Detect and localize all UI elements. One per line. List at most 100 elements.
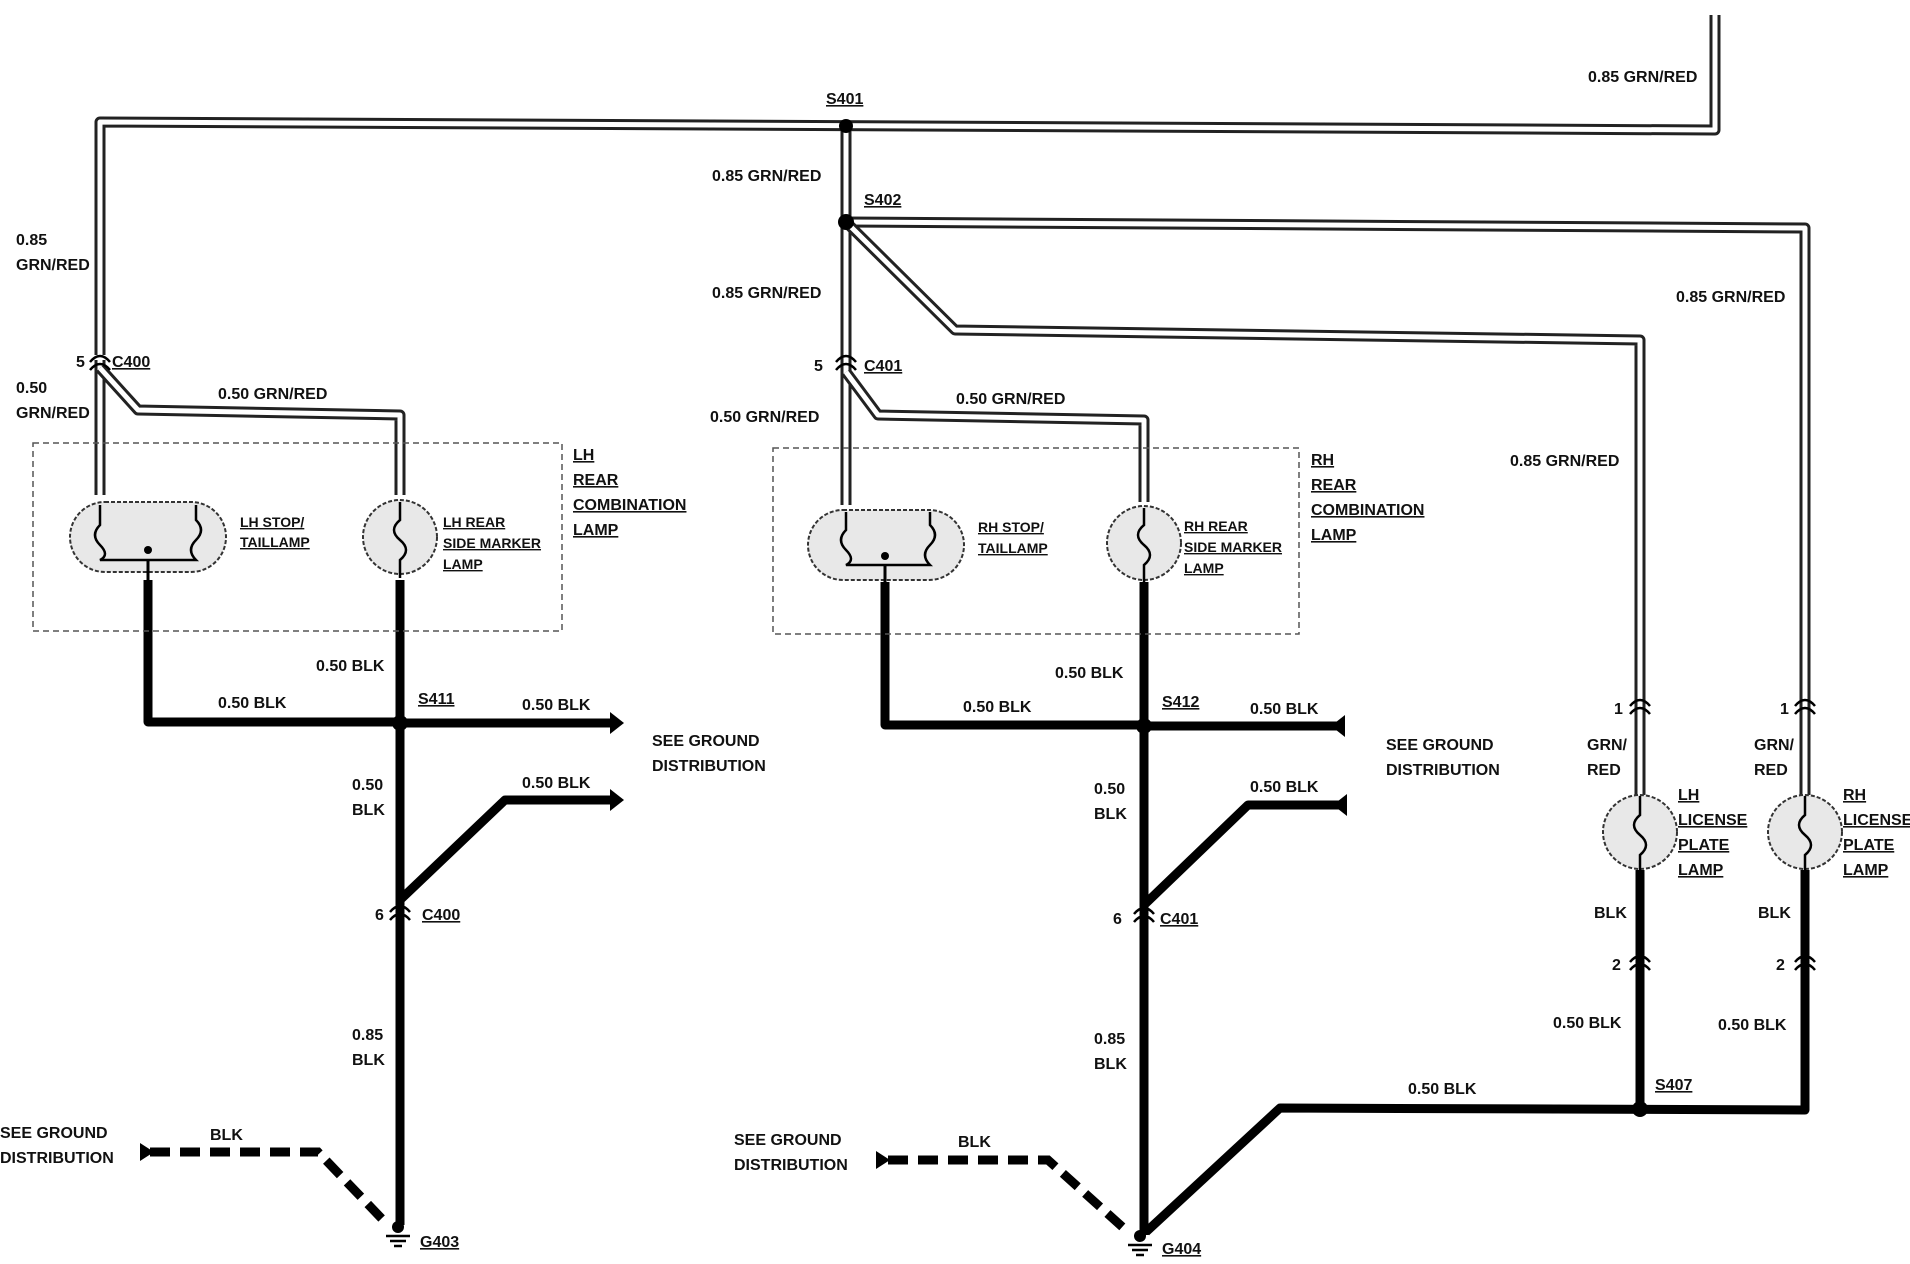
see-ground-ref[interactable]: DISTRIBUTION	[1386, 762, 1500, 779]
wire-label: 0.85 GRN/RED	[712, 168, 821, 185]
splice-s412-dot	[1136, 718, 1152, 734]
lh-stop-taillamp-label: LH STOP/	[240, 514, 304, 530]
lh-combination-title: LH	[573, 447, 594, 464]
connector-c400-top-icon	[89, 354, 111, 371]
see-ground-ref[interactable]: DISTRIBUTION	[652, 758, 766, 775]
lh-license-title: PLATE	[1678, 837, 1730, 854]
wire-label: 0.85	[16, 232, 47, 249]
connector-symbols	[89, 354, 1816, 971]
wire-label: BLK	[352, 802, 385, 819]
arrow-icon	[610, 789, 624, 811]
wire-label: 0.85 GRN/RED	[1510, 453, 1619, 470]
rh-side-marker-lamp-icon	[1106, 505, 1182, 582]
connector-c401-top-icon	[835, 354, 857, 371]
pin-5-left: 5	[76, 354, 85, 371]
rh-license-plate-lamp-icon	[1767, 794, 1843, 870]
rh-combination-title: REAR	[1311, 477, 1357, 494]
splice-s407-dot	[1632, 1101, 1648, 1117]
rh-side-marker-label: SIDE MARKER	[1184, 539, 1282, 555]
rh-combination-title: LAMP	[1311, 527, 1357, 544]
rh-combination-title: COMBINATION	[1311, 502, 1424, 519]
wire-label: RED	[1587, 762, 1621, 779]
wire-label: 0.50 GRN/RED	[710, 409, 819, 426]
lh-stop-taillamp-label: TAILLAMP	[240, 534, 310, 550]
wire-label: 0.50 BLK	[1408, 1081, 1477, 1098]
see-ground-ref[interactable]: SEE GROUND	[734, 1132, 842, 1149]
lamp-symbols	[69, 499, 1843, 870]
lh-combination-title: REAR	[573, 472, 619, 489]
arrow-heads	[140, 712, 1347, 1169]
connector-pin1-lh-icon	[1629, 698, 1651, 715]
connector-c400-top-label: C400	[112, 354, 150, 371]
connector-c401-bottom-label: C401	[1160, 911, 1198, 928]
see-ground-ref[interactable]: DISTRIBUTION	[0, 1150, 114, 1167]
splice-s412-label: S412	[1162, 694, 1199, 711]
lh-license-title: LICENSE	[1678, 812, 1748, 829]
connector-pin2-lh-icon	[1629, 954, 1651, 971]
pin-6-mid: 6	[1113, 911, 1122, 928]
see-ground-ref[interactable]: SEE GROUND	[0, 1125, 108, 1142]
wire-label: BLK	[1094, 806, 1127, 823]
pin-1-rh: 1	[1780, 701, 1789, 718]
wire-label: 0.85 GRN/RED	[712, 285, 821, 302]
splice-s411-dot	[392, 715, 408, 731]
wire-label: BLK	[958, 1134, 991, 1151]
lh-side-marker-label: LH REAR	[443, 514, 505, 530]
wire-label: GRN/	[1754, 737, 1795, 754]
wire-label: 0.50 BLK	[963, 699, 1032, 716]
lh-license-title: LH	[1678, 787, 1699, 804]
wire-label: 0.50	[1094, 781, 1125, 798]
arrow-icon	[140, 1143, 154, 1161]
wire-top-bus	[94, 15, 1721, 355]
wire-s407-run	[1142, 870, 1810, 1236]
splice-s401-label: S401	[826, 91, 863, 108]
connector-c400-bottom-label: C400	[422, 907, 460, 924]
connector-c401-bottom-icon	[1133, 906, 1155, 923]
splice-s401-dot	[839, 119, 853, 133]
wire-label: 0.50 BLK	[522, 697, 591, 714]
see-ground-ref[interactable]: DISTRIBUTION	[734, 1157, 848, 1174]
wire-label: 0.85	[352, 1027, 383, 1044]
wire-label: 0.50 BLK	[522, 775, 591, 792]
splice-s402-dot	[838, 214, 854, 230]
wire-label: 0.85 GRN/RED	[1676, 289, 1785, 306]
pin-6-left: 6	[375, 907, 384, 924]
wire-label: 0.50 GRN/RED	[956, 391, 1065, 408]
pin-1-lh: 1	[1614, 701, 1623, 718]
wire-label: 0.50 BLK	[1553, 1015, 1622, 1032]
arrow-icon	[876, 1151, 890, 1169]
rh-license-title: RH	[1843, 787, 1866, 804]
lh-stop-taillamp-icon	[69, 501, 227, 580]
wire-label: 0.50	[352, 777, 383, 794]
lh-side-marker-lamp-icon	[362, 499, 438, 578]
wire-label: 0.85 GRN/RED	[1588, 69, 1697, 86]
rh-rear-combination-box	[772, 447, 1300, 635]
rh-license-title: LAMP	[1843, 862, 1889, 879]
connector-pin2-rh-icon	[1794, 954, 1816, 971]
splice-points	[392, 119, 1648, 1117]
wire-left-dash	[150, 1147, 389, 1226]
wire-label: 0.50 BLK	[1718, 1017, 1787, 1034]
wire-label: GRN/	[1587, 737, 1628, 754]
see-ground-ref[interactable]: SEE GROUND	[652, 733, 760, 750]
connector-pin1-rh-icon	[1794, 698, 1816, 715]
wire-label: 0.50 BLK	[1250, 701, 1319, 718]
wire-label: BLK	[1758, 905, 1791, 922]
wire-label: 0.50 BLK	[1055, 665, 1124, 682]
rh-side-marker-label: RH REAR	[1184, 518, 1248, 534]
connector-c400-bottom-icon	[389, 904, 411, 921]
ground-g403-icon	[386, 1221, 410, 1248]
wire-lh-stop-ground	[143, 580, 400, 727]
ground-g403-label: G403	[420, 1234, 459, 1251]
rh-combination-title: RH	[1311, 452, 1334, 469]
wire-label: GRN/RED	[16, 257, 90, 274]
lh-rear-combination-box	[32, 442, 563, 632]
lh-side-marker-label: SIDE MARKER	[443, 535, 541, 551]
pin-2-lh: 2	[1612, 957, 1621, 974]
see-ground-ref[interactable]: SEE GROUND	[1386, 737, 1494, 754]
wire-label: 0.50 GRN/RED	[218, 386, 327, 403]
wire-label: 0.50	[16, 380, 47, 397]
lh-side-marker-label: LAMP	[443, 556, 483, 572]
rh-side-marker-label: LAMP	[1184, 560, 1224, 576]
